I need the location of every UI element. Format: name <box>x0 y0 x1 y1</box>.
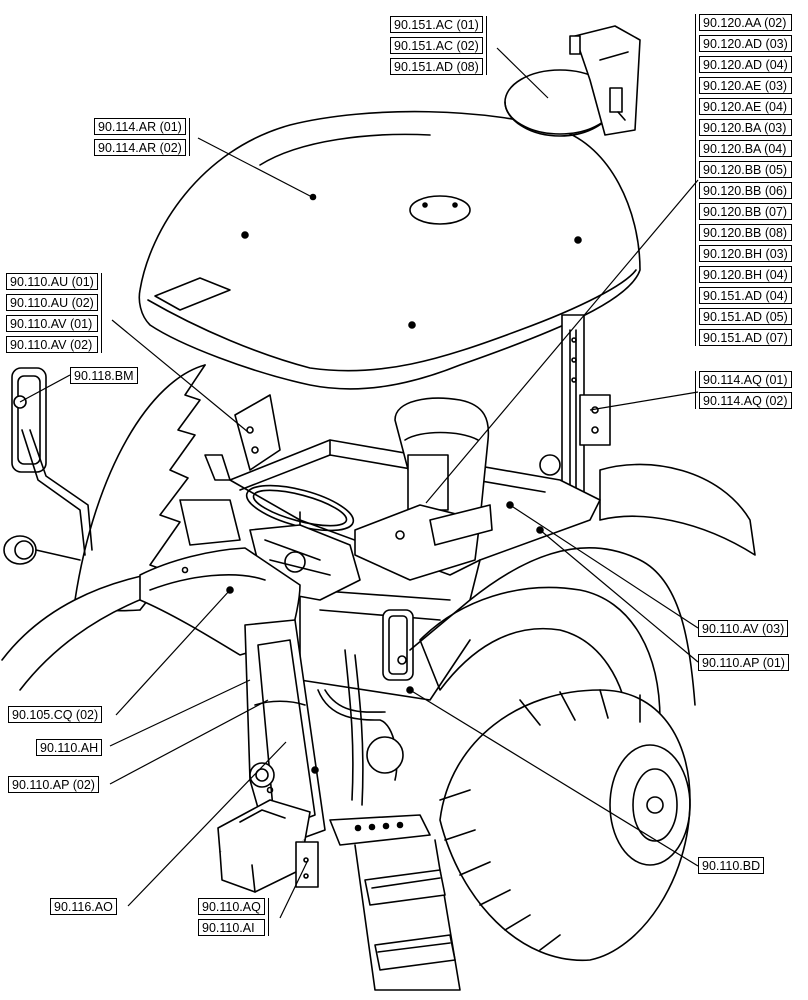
callout-floor-mat: 90.110.BD <box>698 857 765 874</box>
ref-label: 90.110.AP (01) <box>698 654 789 671</box>
callout-canopy: 90.114.AR (01) 90.114.AR (02) <box>94 118 190 156</box>
ref-label: 90.114.AQ (02) <box>699 392 792 409</box>
leader-lines <box>19 47 699 919</box>
ref-label: 90.114.AR (01) <box>94 118 186 135</box>
ref-label: 90.120.BB (05) <box>699 161 792 178</box>
ref-label: 90.110.AU (02) <box>6 294 98 311</box>
callout-battery-cover: 90.151.AC (01) 90.151.AC (02) 90.151.AD … <box>390 16 487 75</box>
ref-label: 90.120.AE (03) <box>699 77 792 94</box>
ref-label: 90.114.AR (02) <box>94 139 186 156</box>
ref-label: 90.120.BH (03) <box>699 245 792 262</box>
callout-rops: 90.114.AQ (01) 90.114.AQ (02) <box>695 371 792 409</box>
ref-label: 90.120.AD (04) <box>699 56 792 73</box>
ref-label: 90.151.AC (01) <box>390 16 483 33</box>
ref-label: 90.120.AE (04) <box>699 98 792 115</box>
ref-label: 90.120.BB (06) <box>699 182 792 199</box>
ref-label: 90.120.BB (08) <box>699 224 792 241</box>
callout-pillar: 90.110.AH <box>36 739 103 756</box>
ref-label: 90.120.BA (03) <box>699 119 792 136</box>
callout-step-panel: 90.116.AO <box>50 898 117 915</box>
battery-box <box>217 762 319 893</box>
ref-label: 90.120.AD (03) <box>699 35 792 52</box>
ref-label: 90.105.CQ (02) <box>8 706 103 723</box>
right-mirror <box>382 559 481 681</box>
callout-step-bracket: 90.110.AQ 90.110.AI <box>198 898 269 936</box>
ref-label: 90.110.AV (01) <box>6 315 98 332</box>
callout-hood: 90.105.CQ (02) <box>8 706 103 723</box>
ref-label: 90.110.AQ <box>198 898 265 915</box>
ref-label: 90.110.AH <box>36 739 103 756</box>
callout-side-panel: 90.110.AP (02) <box>8 776 99 793</box>
left-mirror <box>11 367 93 556</box>
callout-seat: 90.120.AA (02) 90.120.AD (03) 90.120.AD … <box>695 14 792 346</box>
ref-label: 90.120.AA (02) <box>699 14 792 31</box>
ref-label: 90.110.AV (03) <box>698 620 789 637</box>
ref-label: 90.151.AD (08) <box>390 58 483 75</box>
ref-label: 90.110.AP (02) <box>8 776 99 793</box>
ref-label: 90.110.AI <box>198 919 265 936</box>
ref-label: 90.118.BM <box>70 367 138 384</box>
ref-label: 90.120.BA (04) <box>699 140 792 157</box>
ref-label: 90.120.BB (07) <box>699 203 792 220</box>
battery-cover <box>504 25 641 137</box>
ref-label: 90.151.AC (02) <box>390 37 483 54</box>
ref-label: 90.120.BH (04) <box>699 266 792 283</box>
callout-floor-right: 90.110.AV (03) <box>698 620 789 637</box>
callout-fender-right: 90.110.AP (01) <box>698 654 789 671</box>
handrail <box>317 649 404 806</box>
ref-label: 90.110.AU (01) <box>6 273 98 290</box>
ref-label: 90.110.AV (02) <box>6 336 98 353</box>
right-rear-tire <box>439 689 691 961</box>
callout-dash-panel: 90.110.AU (01) 90.110.AU (02) 90.110.AV … <box>6 273 102 353</box>
rops-frame <box>519 314 611 516</box>
right-fender <box>419 463 756 731</box>
ref-label: 90.151.AD (05) <box>699 308 792 325</box>
step-assembly <box>329 814 461 991</box>
ref-label: 90.151.AD (07) <box>699 329 792 346</box>
operator-seat <box>354 397 493 581</box>
ref-label: 90.110.BD <box>698 857 765 874</box>
left-work-lamp <box>3 535 81 565</box>
callout-mirror: 90.118.BM <box>70 367 138 384</box>
ref-label: 90.151.AD (04) <box>699 287 792 304</box>
ref-label: 90.116.AO <box>50 898 117 915</box>
ref-label: 90.114.AQ (01) <box>699 371 792 388</box>
canopy-roof <box>138 110 641 390</box>
